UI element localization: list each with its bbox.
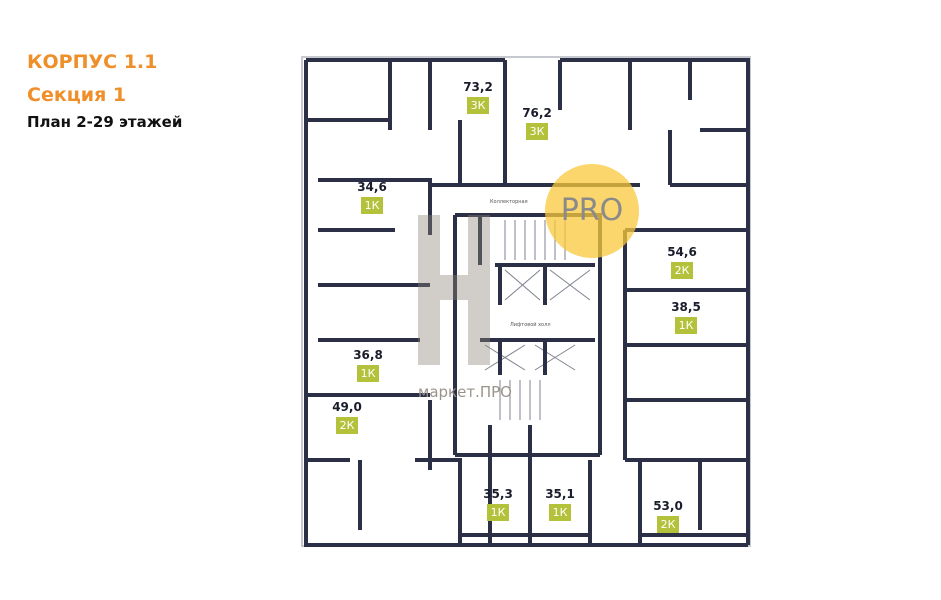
apartment-type-badge: 3К — [467, 97, 489, 114]
section-title: Секция 1 — [27, 84, 127, 106]
plan-subtitle: План 2-29 этажей — [27, 113, 183, 131]
apartment-type-badge: 2К — [671, 262, 693, 279]
room-elevator-hall: Лифтовой холл — [510, 322, 551, 328]
stairs-and-shafts — [484, 220, 591, 420]
room-collector: Коллекторная — [490, 199, 528, 205]
logo-watermark — [418, 215, 490, 365]
walls — [301, 56, 751, 547]
apartment-type-badge: 1К — [487, 504, 509, 521]
apartment-type-badge: 1К — [549, 504, 571, 521]
apartment-type-badge: 2К — [336, 417, 358, 434]
apartment-type-badge: 1К — [357, 365, 379, 382]
apartment-type-badge: 2К — [657, 516, 679, 533]
apartment-type-badge: 3К — [526, 123, 548, 140]
apartment-type-badge: 1К — [675, 317, 697, 334]
pro-watermark: PRO — [545, 164, 639, 258]
building-title: КОРПУС 1.1 — [27, 51, 158, 73]
market-watermark: маркет.ПРО — [418, 383, 512, 401]
apartment-type-badge: 1К — [361, 197, 383, 214]
